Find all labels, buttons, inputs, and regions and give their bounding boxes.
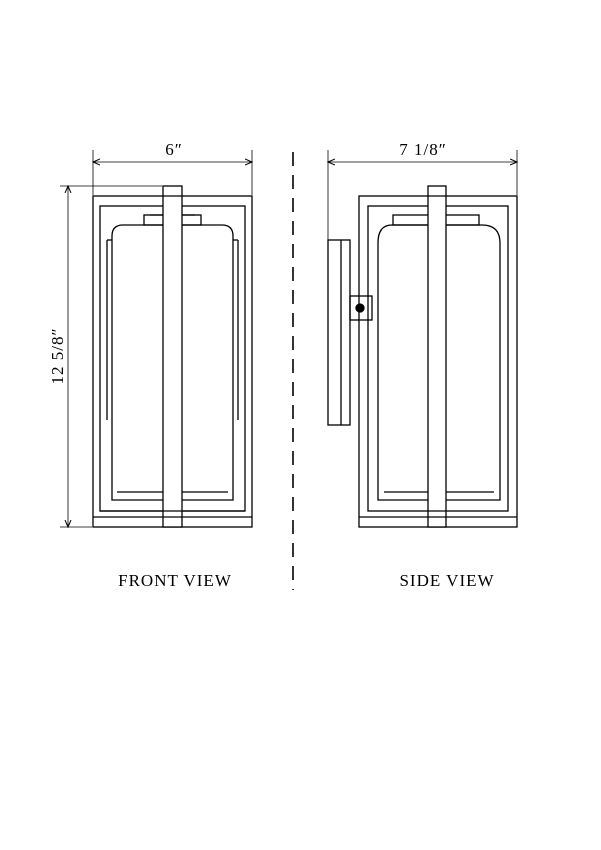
front-view [60,150,252,527]
side-depth-dimension [328,150,517,240]
side-depth-label: 7 1/8″ [399,140,447,159]
front-glass-shade [111,224,234,501]
side-view [327,150,517,528]
side-view-caption: SIDE VIEW [399,571,494,590]
front-center-bar [162,185,183,528]
front-height-label: 12 5/8″ [48,327,67,384]
front-view-caption: FRONT VIEW [118,571,232,590]
front-width-label: 6″ [165,140,183,159]
front-width-dimension [93,150,252,195]
side-center-bar [427,185,447,528]
side-wall-plate [327,239,351,426]
side-mount-arm [349,295,373,321]
front-height-dimension [60,186,162,527]
side-mount-screw [355,303,365,313]
side-glass-shade [377,224,501,501]
